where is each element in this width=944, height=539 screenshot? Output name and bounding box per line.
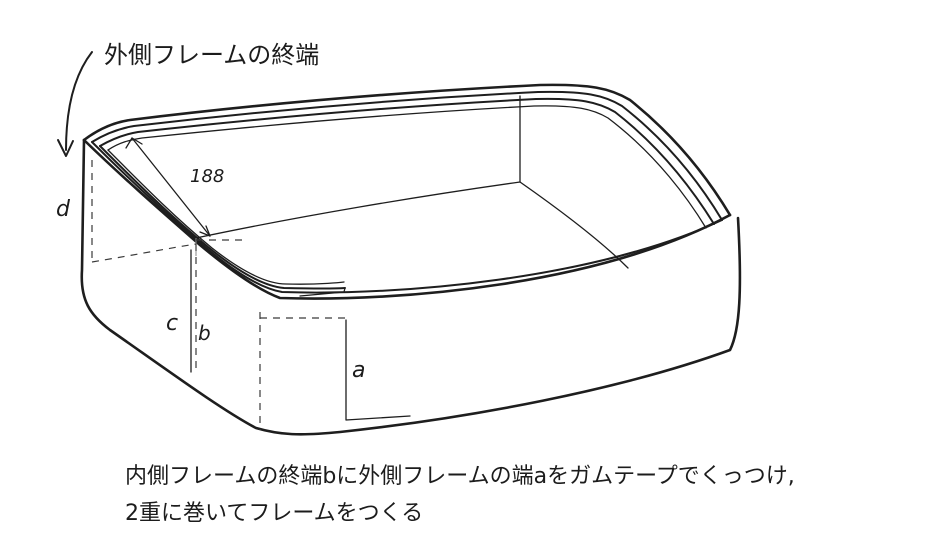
dimension-label: 188 xyxy=(190,166,224,187)
seam-lines xyxy=(91,160,346,430)
outer-frame-wall xyxy=(80,83,742,436)
outer-frame-end-label: 外側フレームの終端 xyxy=(104,41,319,69)
callout-arrow xyxy=(57,51,93,157)
dimension-line xyxy=(125,137,211,237)
edge-a-label: a xyxy=(352,358,365,383)
inner-floor xyxy=(195,95,629,269)
edge-d-label: d xyxy=(56,197,71,222)
caption-line-2: 2重に巻いてフレームをつくる xyxy=(125,501,423,526)
caption-line-1: 内側フレームの終端bに外側フレームの端aをガムテープでくっつけ, xyxy=(125,464,795,489)
edge-b-label: b xyxy=(198,321,211,345)
edge-c-label: c xyxy=(166,311,178,336)
edge-markers xyxy=(190,249,411,421)
